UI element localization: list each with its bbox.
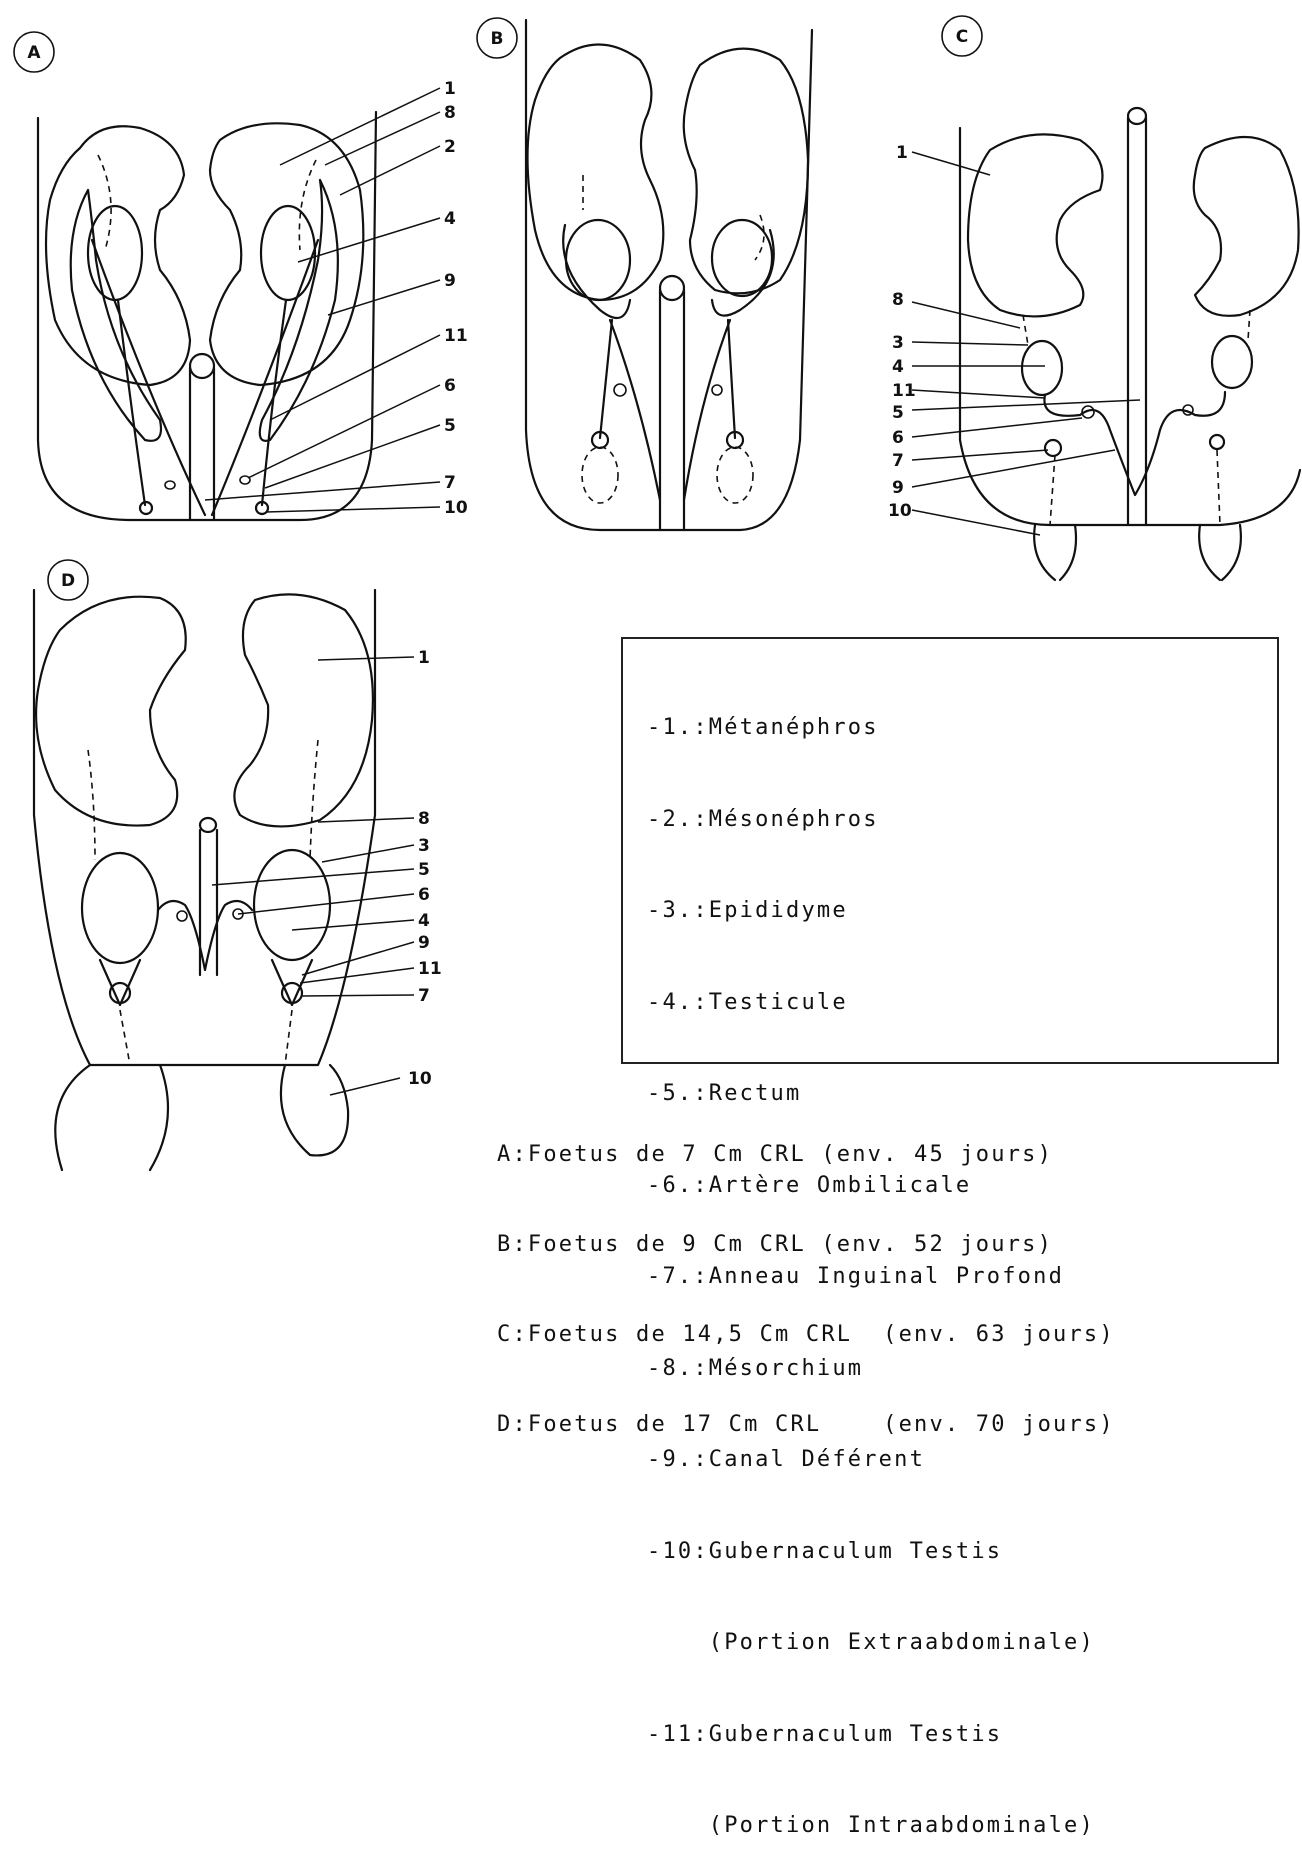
legend-item-4: -4.:Testicule [647, 988, 1095, 1019]
panel-d-leaders [212, 657, 414, 1095]
legend-item-11: -11:Gubernaculum Testis [647, 1720, 1095, 1751]
panel-c-label-8: 8 [892, 290, 904, 310]
panel-d-testis-left [82, 853, 158, 963]
panel-d-label-6: 6 [418, 885, 430, 905]
panel-d-kidney-right [234, 594, 373, 826]
legend-item-1: -1.:Métanéphros [647, 713, 1095, 744]
panel-b-rectum [660, 290, 684, 530]
panel-a-label-11: 11 [444, 326, 468, 346]
caption-a: A:Foetus de 7 Cm CRL (env. 45 jours) [497, 1140, 1115, 1170]
panel-c-rectum [1128, 118, 1146, 525]
panel-c-testis-right [1212, 336, 1252, 388]
panel-a-testis-right [261, 206, 315, 300]
panel-d-label-3: 3 [418, 836, 430, 856]
panel-b-testis-left [566, 220, 630, 300]
panel-d: D 1 8 3 5 6 4 [34, 560, 442, 1170]
panel-d-letter: D [61, 571, 75, 591]
legend-item-3: -3.:Epididyme [647, 896, 1095, 927]
legend-item-2: -2.:Mésonéphros [647, 805, 1095, 836]
panel-a-label-10: 10 [444, 498, 468, 518]
panel-a-vas-left [92, 240, 205, 515]
panel-d-body-outline [34, 590, 375, 1065]
panel-a-label-5: 5 [444, 416, 456, 436]
panel-d-label-11: 11 [418, 959, 442, 979]
panel-c-label-6: 6 [892, 428, 904, 448]
panel-d-label-10: 10 [408, 1069, 432, 1089]
panel-c-label-9: 9 [892, 478, 904, 498]
panel-c-letter: C [956, 27, 968, 47]
panel-a-mesonephros-left [71, 190, 161, 441]
legend-item-11-detail: (Portion Intraabdominale) [647, 1811, 1095, 1842]
panel-a-kidney-left [46, 126, 190, 385]
panel-d-kidney-left [36, 597, 186, 826]
panel-b-kidney-right [684, 49, 808, 294]
caption-d: D:Foetus de 17 Cm CRL (env. 70 jours) [497, 1410, 1115, 1440]
panel-d-label-8: 8 [418, 809, 430, 829]
panel-a-rectum-top [190, 354, 214, 378]
panel-a-duct-right [262, 300, 286, 505]
caption-b: B:Foetus de 9 Cm CRL (env. 52 jours) [497, 1230, 1115, 1260]
panel-c-kidney-left [968, 134, 1103, 316]
panel-a-label-1: 1 [444, 79, 456, 99]
panel-c-label-4: 4 [892, 357, 904, 377]
panel-c-kidney-right [1194, 137, 1299, 316]
panel-c-leaders [912, 152, 1140, 535]
captions: A:Foetus de 7 Cm CRL (env. 45 jours) B:F… [497, 1080, 1115, 1470]
panel-c-label-10: 10 [888, 501, 912, 521]
panel-a-label-8: 8 [444, 103, 456, 123]
panel-b-letter: B [491, 29, 504, 49]
panel-a-letter: A [27, 43, 41, 63]
panel-b: B [477, 18, 812, 530]
panel-a: A [14, 32, 468, 520]
panel-c-label-11: 11 [892, 381, 916, 401]
panel-a-label-7: 7 [444, 473, 456, 493]
panel-c-label-7: 7 [892, 451, 904, 471]
panel-c-label-1: 1 [896, 143, 908, 163]
panel-a-label-9: 9 [444, 271, 456, 291]
panel-b-testis-right [712, 220, 772, 296]
panel-a-duct-left [118, 300, 145, 505]
panel-c-label-5: 5 [892, 403, 904, 423]
panel-a-label-2: 2 [444, 137, 456, 157]
panel-c-label-3: 3 [892, 333, 904, 353]
panel-b-kidney-left [528, 44, 664, 300]
panel-c: C 1 8 3 4 11 5 6 [888, 16, 1300, 580]
panel-a-body-outline [38, 112, 376, 520]
panel-d-label-1: 1 [418, 648, 430, 668]
legend-item-10-detail: (Portion Extraabdominale) [647, 1628, 1095, 1659]
caption-c: C:Foetus de 14,5 Cm CRL (env. 63 jours) [497, 1320, 1115, 1350]
panel-d-label-9: 9 [418, 933, 430, 953]
panel-d-label-5: 5 [418, 860, 430, 880]
panel-c-testis-left [1022, 341, 1062, 395]
legend-item-10: -10:Gubernaculum Testis [647, 1537, 1095, 1568]
panel-a-label-6: 6 [444, 376, 456, 396]
panel-a-rectum [190, 368, 214, 520]
panel-d-label-4: 4 [418, 911, 430, 931]
panel-a-label-4: 4 [444, 209, 456, 229]
panel-d-label-7: 7 [418, 986, 430, 1006]
panel-a-mesonephros-right [260, 180, 338, 441]
